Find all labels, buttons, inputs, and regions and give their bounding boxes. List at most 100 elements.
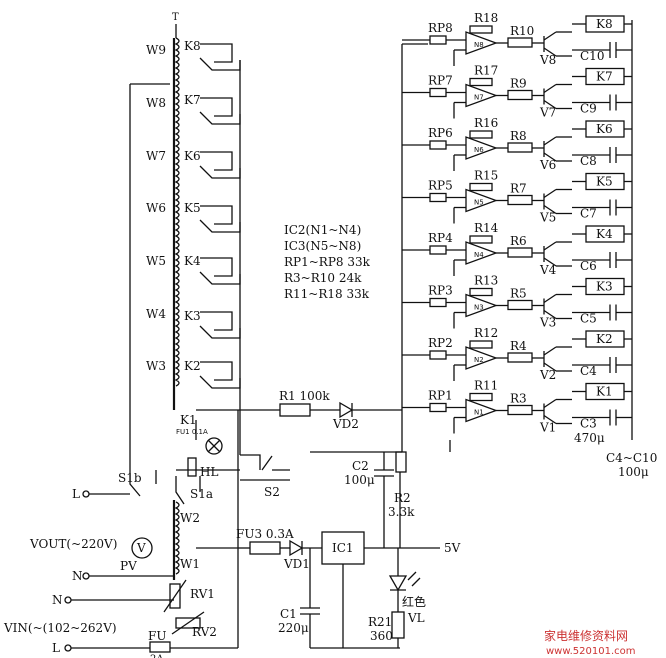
label-v5: V5: [539, 211, 556, 225]
resistor-r12: [469, 340, 493, 349]
opamp-n5: [465, 188, 498, 213]
diode-vd1: [289, 539, 304, 557]
opamp-n4: [465, 241, 498, 265]
r2-label: R2: [394, 491, 411, 505]
resistor-r3: [507, 404, 533, 416]
label-n4: N4: [474, 251, 484, 259]
vd1-label: VD1: [283, 557, 310, 571]
r21-label: R21: [368, 615, 392, 629]
label-c5: C5: [580, 312, 597, 326]
winding-label-w1: W1: [180, 557, 200, 571]
resistor-r11: [469, 392, 493, 402]
winding-label-w5: W5: [146, 254, 166, 268]
r21-value: 360: [370, 629, 393, 643]
indicator-lamp-hl: [205, 437, 223, 455]
label-v2: V2: [539, 368, 556, 382]
label-c6: C6: [580, 259, 597, 273]
fuse-fu: [149, 641, 171, 653]
label-v7: V7: [539, 106, 556, 120]
label-r15: R15: [474, 169, 498, 183]
label-r11: R11: [474, 379, 498, 393]
label-c3: C3: [580, 417, 597, 431]
pot-rp7: [429, 87, 447, 98]
label-n7: N7: [474, 94, 484, 102]
label-r8: R8: [510, 129, 527, 143]
winding-label-w9: W9: [146, 43, 166, 57]
watermark-url: www.520101.com: [546, 646, 636, 657]
winding-label-w8: W8: [146, 96, 166, 110]
note-r11-r18: R11~R18 33k: [284, 287, 370, 301]
label-r3: R3: [510, 392, 527, 406]
label-n6: N6: [474, 146, 484, 154]
terminal-n-out: N: [72, 569, 83, 583]
label-r7: R7: [510, 182, 527, 196]
label-r6: R6: [510, 234, 527, 248]
pot-rp5: [429, 192, 447, 203]
label-v3: V3: [539, 316, 556, 330]
fuse-fu3: [249, 541, 281, 555]
label-coil-k7: K7: [596, 70, 613, 84]
relay-contact-k4: K4: [184, 254, 201, 268]
label-coil-k1: K1: [596, 385, 613, 399]
r1-label: R1 100k: [279, 389, 330, 403]
relay-contact-k6: K6: [184, 149, 201, 163]
transistor-leads-v3: [543, 293, 557, 320]
terminal-n-in: N: [52, 593, 63, 607]
resistor-r10: [507, 37, 533, 48]
label-c10: C10: [580, 49, 604, 63]
c3-value: 470μ: [574, 431, 605, 445]
label-coil-k8: K8: [596, 17, 613, 31]
opamp-n2: [465, 346, 498, 370]
c1-label: C1: [280, 607, 297, 621]
c2-label: C2: [352, 459, 369, 473]
label-r16: R16: [474, 116, 498, 130]
voltmeter-symbol: V: [136, 541, 146, 555]
opamp-n1: [465, 398, 498, 423]
vout-5v-label: 5V: [444, 541, 461, 555]
label-n1: N1: [474, 409, 484, 417]
relay-contact-k1: K1: [180, 413, 197, 427]
transformer-top-label: T: [172, 12, 179, 23]
label-coil-k3: K3: [596, 280, 613, 294]
opamp-n6: [465, 136, 498, 160]
transistor-leads-v8: [543, 31, 557, 57]
relay-contact-k7: K7: [184, 93, 201, 107]
pv-label: PV: [120, 559, 137, 573]
label-rp1: RP1: [428, 389, 453, 403]
resistor-r6: [507, 247, 533, 258]
opamp-n7: [465, 83, 498, 108]
label-v6: V6: [539, 158, 556, 172]
hl-label: HL: [200, 465, 218, 479]
led-vl: [388, 575, 408, 592]
vl-label: VL: [407, 611, 425, 625]
fu-label: FU: [148, 629, 166, 643]
winding-label-w4: W4: [146, 307, 166, 321]
s1a-label: S1a: [190, 487, 213, 501]
label-rp3: RP3: [428, 284, 453, 298]
s1b-label: S1b: [118, 471, 142, 485]
varistor-rv2: [175, 617, 201, 629]
fu3-label: FU3 0.3A: [236, 527, 294, 541]
label-n8: N8: [474, 41, 484, 49]
winding-label-w6: W6: [146, 201, 166, 215]
terminal-l-in: L: [52, 641, 60, 655]
c1-value: 220μ: [278, 621, 309, 635]
label-coil-k6: K6: [596, 122, 613, 136]
relay-contact-k5: K5: [184, 201, 201, 215]
resistor-r8: [507, 142, 533, 153]
resistor-r21: [391, 611, 405, 639]
c2-value: 100μ: [344, 473, 375, 487]
pot-rp3: [429, 297, 447, 308]
transistor-leads-v6: [543, 136, 557, 162]
transistor-leads-v7: [543, 83, 557, 110]
label-c9: C9: [580, 102, 597, 116]
vd2-label: VD2: [332, 417, 359, 431]
cap-range-value: 100μ: [618, 465, 649, 479]
resistor-r2: [395, 451, 407, 473]
winding-label-w3: W3: [146, 359, 166, 373]
resistor-r7: [507, 194, 533, 206]
transistor-leads-v5: [543, 188, 557, 215]
rv1-label: RV1: [190, 587, 215, 601]
voltmeter-v: [131, 537, 153, 559]
